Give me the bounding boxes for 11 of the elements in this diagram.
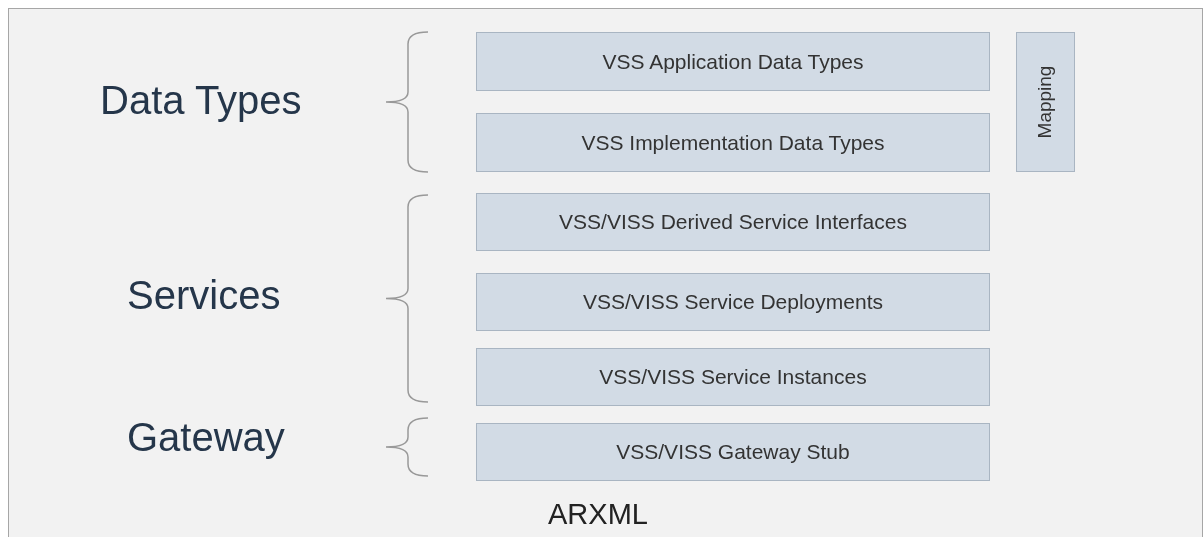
group-label: Services: [127, 273, 281, 318]
layer-box: VSS/VISS Service Deployments: [476, 273, 990, 331]
layer-box: VSS/VISS Service Instances: [476, 348, 990, 406]
format-label: ARXML: [548, 498, 648, 531]
group-label: Data Types: [100, 78, 302, 123]
layer-box: VSS/VISS Derived Service Interfaces: [476, 193, 990, 251]
layer-box: VSS/VISS Gateway Stub: [476, 423, 990, 481]
group-label: Gateway: [127, 415, 285, 460]
mapping-box: Mapping: [1016, 32, 1075, 172]
layer-box: VSS Application Data Types: [476, 32, 990, 91]
layer-box: VSS Implementation Data Types: [476, 113, 990, 172]
